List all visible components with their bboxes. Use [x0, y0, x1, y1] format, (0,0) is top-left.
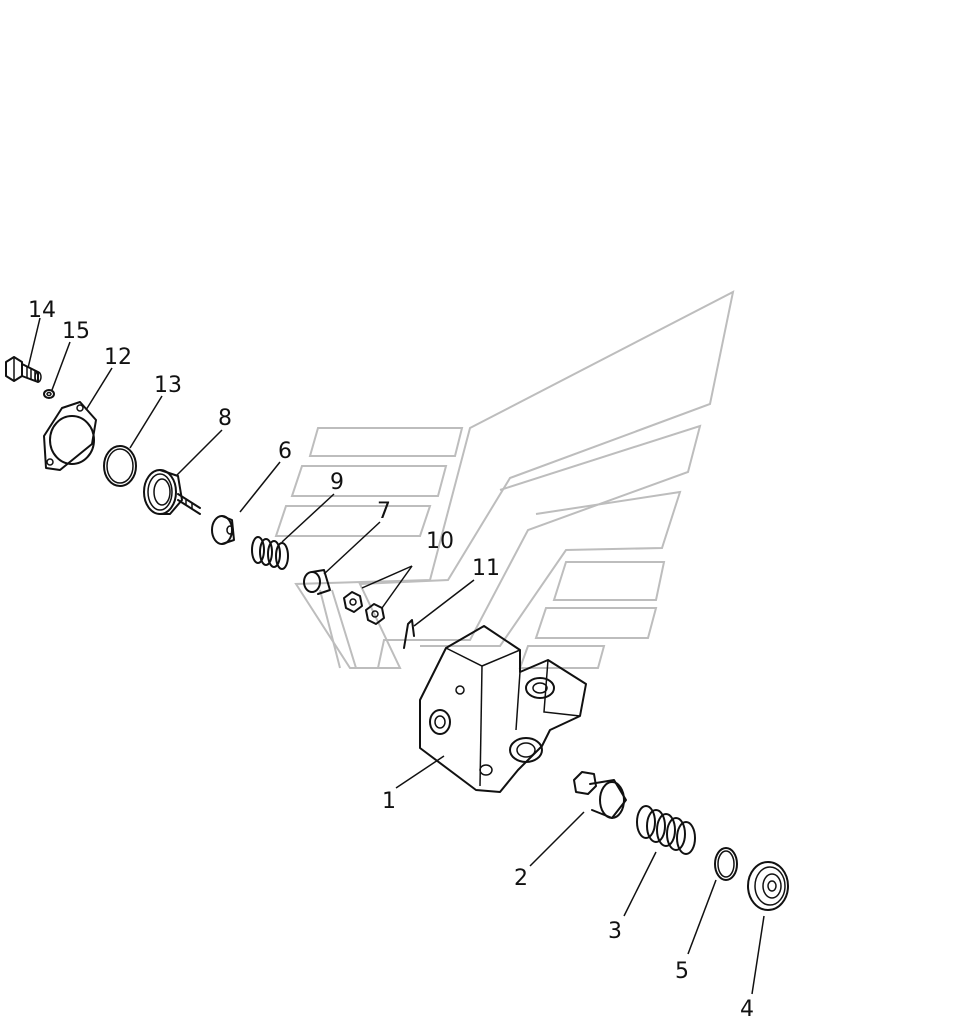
pin-11	[403, 619, 415, 649]
valve-body-1	[419, 625, 587, 793]
o-ring-13	[103, 445, 137, 487]
callout-9: 9	[330, 470, 344, 495]
callout-14: 14	[28, 298, 56, 323]
callout-10: 10	[426, 529, 454, 554]
spring-9	[251, 536, 289, 570]
nuts-10	[343, 591, 385, 625]
plug-8	[143, 469, 201, 515]
callout-6: 6	[278, 439, 292, 464]
piston-7	[303, 569, 331, 595]
callout-7: 7	[377, 499, 391, 524]
o-ring-5	[714, 847, 738, 881]
callout-4: 4	[740, 997, 754, 1019]
callout-1: 1	[382, 789, 396, 814]
spool-2	[573, 771, 627, 819]
callout-15: 15	[62, 319, 90, 344]
seat-6	[211, 515, 235, 545]
leader-lines	[27, 317, 765, 995]
bolt-14	[5, 356, 42, 383]
cover-12	[43, 401, 97, 471]
callout-12: 12	[104, 345, 132, 370]
washer-15	[43, 389, 55, 399]
callout-5: 5	[675, 959, 689, 984]
callout-11: 11	[472, 556, 500, 581]
callout-13: 13	[154, 373, 182, 398]
callout-2: 2	[514, 866, 528, 891]
watermark-logo-icon	[274, 290, 735, 669]
callout-8: 8	[218, 406, 232, 431]
plug-4	[747, 861, 789, 911]
spring-3	[636, 805, 696, 855]
callout-3: 3	[608, 919, 622, 944]
